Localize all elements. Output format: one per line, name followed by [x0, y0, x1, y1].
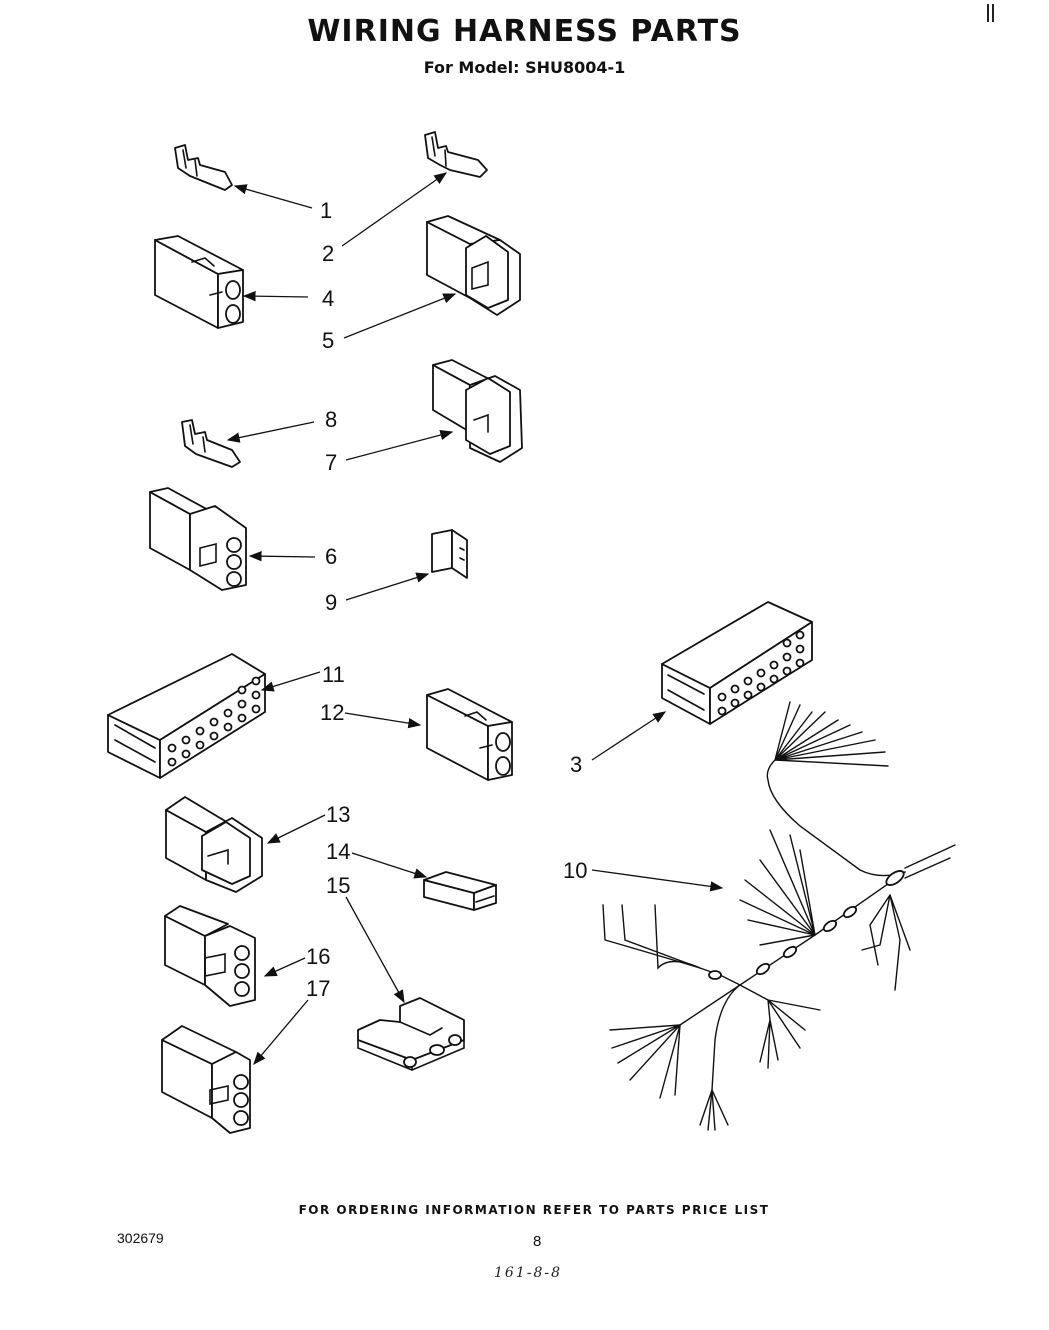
leader-14: [351, 852, 428, 879]
leader-5: [343, 293, 457, 339]
callout-15: 15: [326, 873, 350, 898]
part-6-connector-housing: [149, 487, 247, 591]
callout-4: 4: [322, 286, 334, 311]
document-number: 302679: [117, 1230, 164, 1246]
callout-8: 8: [325, 407, 337, 432]
ordering-note: FOR ORDERING INFORMATION REFER TO PARTS …: [298, 1203, 770, 1217]
part-13-connector-housing: [165, 796, 263, 893]
part-17-connector-housing: [161, 1025, 251, 1134]
part-5-connector-housing: [426, 215, 521, 316]
callout-3: 3: [570, 752, 582, 777]
callout-5: 5: [322, 328, 334, 353]
leader-6: [248, 550, 316, 562]
part-11-multipin-block: [107, 653, 266, 779]
callout-10: 10: [563, 858, 587, 883]
margin-mark: [992, 4, 994, 22]
model-subtitle: For Model: SHU8004-1: [423, 58, 626, 77]
leader-4: [242, 290, 309, 302]
page-number: 8: [533, 1233, 542, 1250]
part-14-insert: [423, 871, 497, 911]
margin-mark: [987, 4, 989, 22]
handwritten-code: 161-8-8: [494, 1265, 562, 1281]
part-12-connector-housing: [426, 688, 513, 781]
part-10-wiring-harness: [602, 701, 956, 1131]
leader-1: [233, 184, 313, 209]
callout-9: 9: [325, 590, 337, 615]
leader-3: [591, 711, 667, 761]
leader-10: [591, 869, 724, 892]
leader-13: [266, 814, 326, 844]
leader-17: [253, 999, 309, 1065]
callout-numbers: 1 2 4 5 8 7 6 9 11 12 3 13 14 10 15 16 1…: [306, 198, 587, 1001]
leader-15: [345, 896, 405, 1004]
callout-14: 14: [326, 839, 350, 864]
callout-12: 12: [320, 700, 344, 725]
part-2-terminal: [424, 131, 488, 178]
leader-2: [341, 172, 448, 247]
leader-8: [226, 421, 315, 443]
callout-16: 16: [306, 944, 330, 969]
callout-11: 11: [322, 662, 345, 687]
callout-13: 13: [326, 802, 350, 827]
leader-12: [344, 712, 422, 729]
callout-6: 6: [325, 544, 337, 569]
pin-holes: [717, 630, 805, 716]
leader-16: [263, 957, 306, 977]
part-16-connector-housing: [164, 905, 256, 1007]
part-3-multipin-block: [661, 601, 813, 725]
leader-9: [345, 572, 430, 601]
callout-1: 1: [320, 198, 332, 223]
callout-17: 17: [306, 976, 330, 1001]
part-15-bracket: [357, 997, 465, 1071]
callout-2: 2: [322, 241, 334, 266]
part-7-connector-housing: [432, 359, 523, 463]
leader-lines: [226, 172, 724, 1065]
leader-7: [345, 429, 454, 461]
leader-11: [260, 671, 321, 692]
part-1-terminal: [174, 144, 233, 191]
page-title: WIRING HARNESS PARTS: [307, 14, 742, 49]
callout-7: 7: [325, 450, 337, 475]
pin-holes: [167, 676, 261, 767]
part-4-connector-housing: [154, 235, 244, 329]
part-8-terminal: [181, 419, 241, 468]
part-9-clip: [431, 529, 468, 579]
